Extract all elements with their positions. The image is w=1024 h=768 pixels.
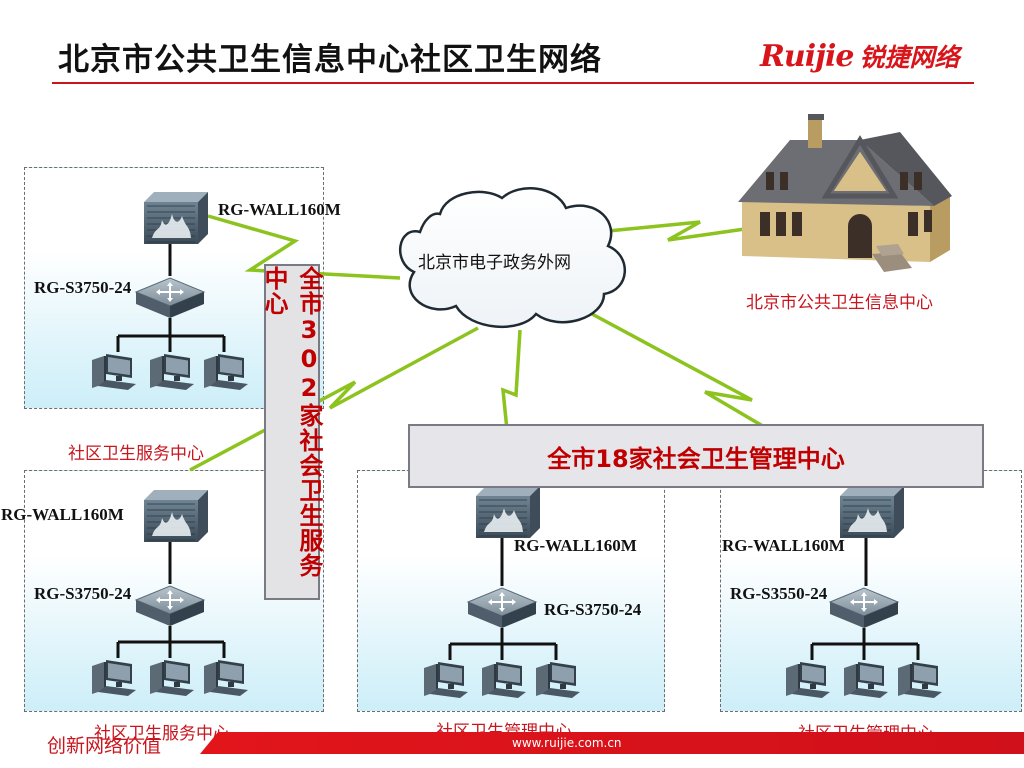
bottom-right-firewall-label: RG-WALL160M bbox=[722, 536, 845, 555]
bottom-left-firewall-label: RG-WALL160M bbox=[1, 505, 124, 524]
link-topleft-cloud bbox=[207, 214, 401, 280]
firewall-icon bbox=[839, 485, 905, 539]
top-left-switch-label: RG-S3750-24 bbox=[34, 278, 132, 297]
zone-bottom-left-devices bbox=[92, 489, 248, 696]
zone-bottom-right-devices bbox=[786, 485, 942, 698]
hq-building-icon bbox=[738, 114, 952, 272]
footer-bar bbox=[200, 732, 1024, 754]
bottom-mid-firewall-label: RG-WALL160M bbox=[514, 536, 637, 555]
logo-text-cn: 锐捷网络 bbox=[859, 43, 960, 72]
pc-icon bbox=[92, 660, 136, 696]
zone-bottom-mid-devices bbox=[424, 485, 580, 698]
pc-icon bbox=[844, 662, 888, 698]
page-title: 北京市公共卫生信息中心社区卫生网络 bbox=[58, 42, 602, 78]
bottom-left-caption: 社区卫生服务中心 bbox=[94, 724, 230, 744]
top-left-caption: 社区卫生服务中心 bbox=[68, 444, 204, 464]
switch-icon bbox=[135, 585, 205, 627]
footer-slogan: 创新网络价值 bbox=[47, 735, 162, 757]
pc-icon bbox=[150, 354, 194, 390]
logo-text-en: Ruijie bbox=[760, 38, 854, 74]
pc-icon bbox=[786, 662, 830, 698]
bottom-left-switch-label: RG-S3750-24 bbox=[34, 584, 132, 603]
footer-url: www.ruijie.com.cn bbox=[512, 736, 622, 750]
top-left-firewall-label: RG-WALL160M bbox=[218, 200, 341, 219]
title-divider bbox=[52, 82, 974, 84]
pc-icon bbox=[204, 354, 248, 390]
bottom-mid-switch-label: RG-S3750-24 bbox=[544, 600, 642, 619]
internet-cloud-icon bbox=[399, 187, 626, 329]
pc-icon bbox=[898, 662, 942, 698]
switch-icon bbox=[467, 587, 537, 629]
pc-icon bbox=[424, 662, 468, 698]
bottom-right-switch-label: RG-S3550-24 bbox=[730, 584, 828, 603]
link-cloud-hq bbox=[597, 220, 753, 242]
zone-top-left-devices bbox=[92, 191, 248, 390]
pc-icon bbox=[482, 662, 526, 698]
firewall-icon bbox=[143, 191, 209, 245]
banner-302-service-centers: 全市302家社会卫生服务中心 bbox=[260, 264, 323, 600]
banner-18-management-centers: 全市18家社会卫生管理中心 bbox=[408, 424, 984, 488]
firewall-icon bbox=[475, 485, 541, 539]
hq-label: 北京市公共卫生信息中心 bbox=[746, 293, 933, 313]
pc-icon bbox=[92, 354, 136, 390]
pc-icon bbox=[204, 660, 248, 696]
ruijie-logo: Ruijie 锐捷网络 bbox=[760, 38, 960, 74]
switch-icon bbox=[135, 277, 205, 319]
firewall-icon bbox=[143, 489, 209, 543]
cloud-label: 北京市电子政务外网 bbox=[418, 253, 571, 273]
pc-icon bbox=[536, 662, 580, 698]
pc-icon bbox=[150, 660, 194, 696]
switch-icon bbox=[829, 587, 899, 629]
